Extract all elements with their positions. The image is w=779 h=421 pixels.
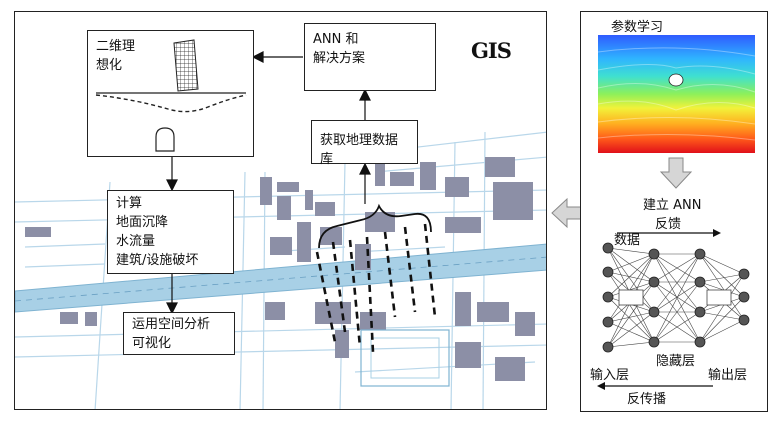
data-label: 数据 [614,233,641,248]
box-db-label: 获取地理数据库 [320,133,399,167]
box-ann-solution: ANN 和 解决方案 [304,23,436,91]
box-2d-line1: 二维理 [96,39,136,54]
box-spatial-line2: 可视化 [132,336,172,351]
building-icon [173,39,199,92]
box-calc-line3: 水流量 [116,234,156,249]
tunnel-lines [315,223,437,353]
box-2d-idealization: 二维理 想化 [87,30,254,157]
box-spatial-analysis: 运用空间分析 可视化 [123,312,235,355]
gis-label: GIS [471,38,512,63]
build-ann-label: 建立 ANN [643,198,702,213]
summation-node-1 [618,289,644,306]
tunnel-opening [668,73,684,87]
box-ann-line2: 解决方案 [313,51,366,66]
hidden-layer-label: 隐藏层 [656,354,696,369]
box-calc-line1: 计算 [116,196,143,211]
ann-diagram [597,35,756,390]
box-ann-line1: ANN 和 [313,32,359,47]
buildings [25,157,535,381]
ann-learning-panel: 参数学习 [580,11,768,412]
summation-node-2 [706,289,732,306]
box-spatial-line1: 运用空间分析 [132,317,211,332]
output-layer-label: 输出层 [708,368,748,383]
box-calc-line2: 地面沉降 [116,215,169,230]
network-nodes [602,242,750,353]
gis-workflow-panel: GIS 二维理 想化 ANN 和 解决方案 获取地理数据库 计算 地面沉降 水流… [14,11,547,410]
settlement-curve [95,94,247,113]
city-map [15,51,546,409]
box-calc-line4: 建筑/设施破坏 [116,253,199,268]
feedback-label: 反馈 [655,217,682,232]
idealization-sketch [95,39,247,152]
box-2d-line2: 想化 [96,58,123,73]
param-learning-title: 参数学习 [611,20,664,35]
input-layer-label: 输入层 [590,368,630,383]
tunnel-icon [155,127,175,152]
box-geo-database: 获取地理数据库 [311,120,418,167]
box-calculation: 计算 地面沉降 水流量 建筑/设施破坏 [107,190,234,274]
parameter-contour-plot [598,35,755,153]
network-edges [607,247,745,348]
backprop-label: 反传播 [627,392,667,407]
brace [318,203,432,249]
